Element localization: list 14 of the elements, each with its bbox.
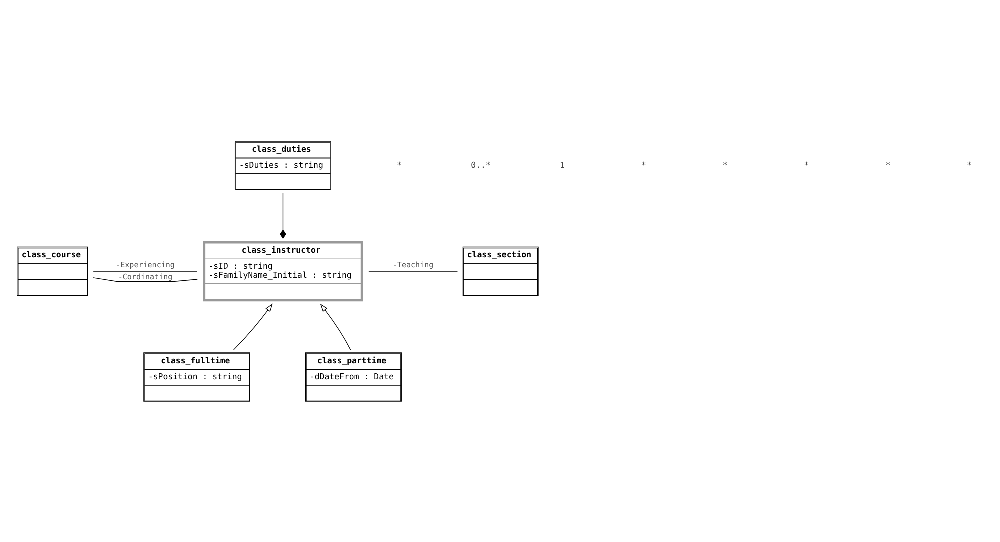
label: * — [641, 159, 646, 170]
arrow — [320, 303, 352, 350]
arrow — [234, 303, 273, 350]
connector — [93, 277, 198, 282]
label: * — [967, 159, 972, 170]
connector — [280, 192, 286, 239]
label: * — [722, 159, 728, 170]
label: * — [886, 159, 891, 170]
label: * — [804, 159, 810, 170]
connector — [93, 270, 198, 272]
connector — [368, 270, 458, 272]
label: 1 — [560, 159, 565, 170]
label: 0..* — [471, 159, 491, 170]
label: * — [397, 159, 402, 170]
